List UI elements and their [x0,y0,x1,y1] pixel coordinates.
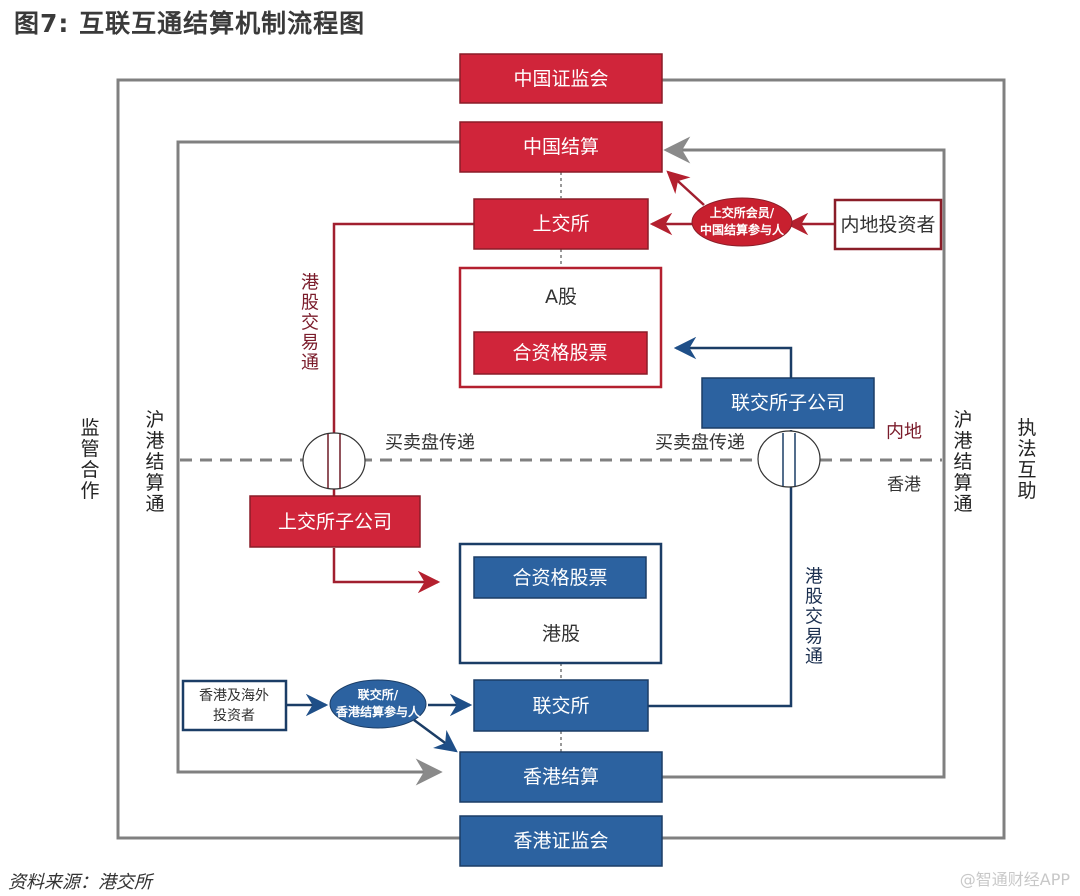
mainland-participant-line1: 上交所会员/ [710,205,775,220]
hk-share-eligible-node[interactable]: 合资格股票 [473,556,647,599]
enforcement-label: 执 法 互 助 [1017,417,1036,502]
clearing-link-char: 算 [953,472,972,494]
order-routing-label-right: 买卖盘传递 [655,433,745,454]
figure-title: 图7: 互联互通结算机制流程图 [14,9,366,38]
chinaclear-node[interactable]: 中国结算 [459,121,663,173]
a-share-label: A股 [545,286,577,308]
hk-participant-line1: 联交所/ [358,687,399,702]
clearing-link-char: 港 [953,430,972,452]
enforcement-char: 助 [1017,480,1036,502]
regulatory-coop-char: 管 [80,438,99,460]
a-share-eligible-label: 合资格股票 [512,342,607,364]
regulatory-coop-char: 监 [80,417,99,439]
sse-node[interactable]: 上交所 [473,198,649,250]
watermark: @智通财经APP [959,870,1070,889]
hk-participant-line2: 香港结算参与人 [335,704,421,719]
source-note: 资料来源：港交所 [8,872,152,893]
hk-participant-node[interactable]: 联交所/ 香港结算参与人 [329,679,427,729]
mainland-label: 内地 [886,422,922,443]
clearing-link-char: 港 [145,430,164,452]
clearing-link-char: 通 [953,493,972,515]
southbound-char: 交 [301,313,319,334]
regulatory-coop-label: 监 管 合 作 [80,417,99,502]
hk-investor-node[interactable]: 香港及海外 投资者 [181,679,288,732]
northbound-char: 交 [805,607,823,628]
southbound-path [332,222,474,594]
hkscc-label: 香港结算 [523,766,599,788]
enforcement-char: 执 [1017,417,1036,439]
sse-subsidiary-label: 上交所子公司 [278,511,392,533]
clearing-link-char: 通 [145,493,164,515]
clearing-link-char: 沪 [145,409,164,431]
enforcement-char: 互 [1017,459,1036,481]
sse-subsidiary-node[interactable]: 上交所子公司 [249,495,421,548]
order-routing-label-left: 买卖盘传递 [385,433,475,454]
southbound-char: 股 [301,293,319,314]
northbound-char: 港 [805,567,823,588]
regulatory-frame [116,78,1006,840]
hk-share-eligible-label: 合资格股票 [512,567,607,589]
northbound-label: 港 股 交 易 通 [805,567,823,668]
mainland-investor-flow [649,170,834,236]
sfc-node[interactable]: 香港证监会 [459,815,663,867]
clearing-link-char: 结 [953,451,972,473]
csrc-node[interactable]: 中国证监会 [459,53,663,104]
southbound-char: 通 [301,353,319,374]
clearing-link-char: 算 [145,472,164,494]
a-share-eligible-node[interactable]: 合资格股票 [473,331,648,375]
southbound-char: 易 [301,333,319,354]
hk-share-label: 港股 [542,623,580,645]
sehk-label: 联交所 [532,695,589,717]
mainland-participant-node[interactable]: 上交所会员/ 中国结算参与人 [691,197,793,247]
chinaclear-label: 中国结算 [523,136,599,158]
mainland-investor-label: 内地投资者 [840,214,935,236]
clearing-link-label-right: 沪 港 结 算 通 [953,409,972,515]
mainland-participant-line2: 中国结算参与人 [700,222,785,237]
clearing-link-frame [176,136,946,786]
northbound-path [648,336,793,708]
hk-investor-line1: 香港及海外 [199,688,269,704]
sehk-node[interactable]: 联交所 [473,679,649,732]
hk-investor-flow [286,693,473,753]
hongkong-label: 香港 [887,475,921,495]
regulatory-coop-char: 作 [80,480,99,502]
order-routing-switch-left [302,432,366,490]
clearing-link-char: 沪 [953,409,972,431]
southbound-char: 港 [301,273,319,294]
mainland-investor-node[interactable]: 内地投资者 [833,198,943,251]
hkex-subsidiary-node[interactable]: 联交所子公司 [701,377,875,429]
northbound-char: 股 [805,587,823,608]
regulatory-coop-char: 合 [80,459,99,481]
clearing-link-char: 结 [145,451,164,473]
sfc-label: 香港证监会 [513,830,608,852]
enforcement-char: 法 [1017,438,1036,460]
northbound-char: 易 [805,627,823,648]
clearing-link-label-left: 沪 港 结 算 通 [145,409,164,515]
southbound-label: 港 股 交 易 通 [301,273,319,374]
csrc-label: 中国证监会 [513,68,608,90]
order-routing-switch-right [757,430,821,488]
hkscc-node[interactable]: 香港结算 [459,751,663,803]
sse-label: 上交所 [532,213,589,235]
northbound-char: 通 [805,647,823,668]
hkex-subsidiary-label: 联交所子公司 [731,392,845,414]
hk-investor-line2: 投资者 [213,708,255,724]
